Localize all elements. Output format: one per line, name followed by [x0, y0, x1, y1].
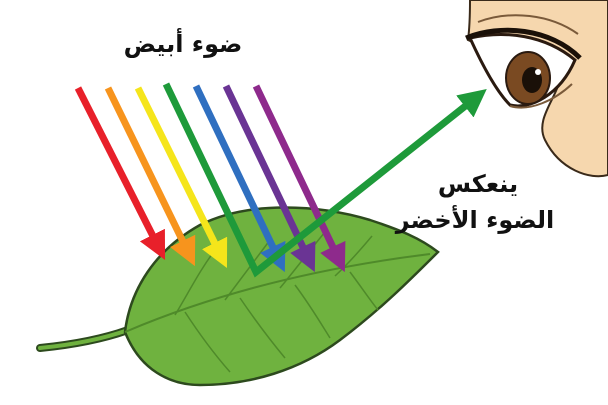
reflected-label-line1: ينعكس — [418, 170, 538, 198]
eye-icon — [466, 0, 608, 176]
white-light-label: ضوء أبيض — [118, 30, 248, 58]
reflected-label-line2: الضوء الأخضر — [395, 206, 555, 234]
